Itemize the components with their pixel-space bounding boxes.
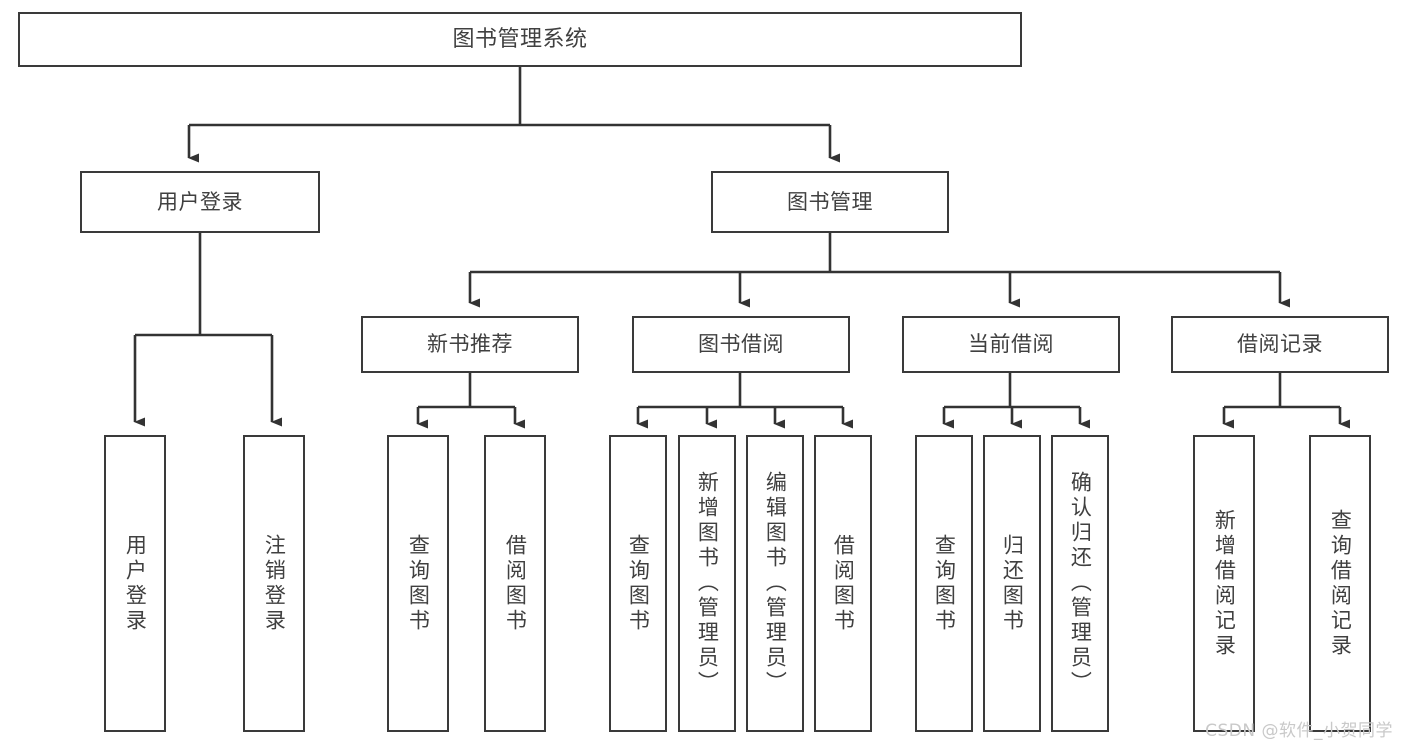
- node-leaf-query-book-bor[interactable]: 查询图书: [609, 435, 667, 732]
- node-leaf-query-book-rec-label: 查询图书: [406, 533, 431, 634]
- node-leaf-user-login-label: 用户登录: [123, 533, 148, 634]
- node-leaf-borrow-book-rec-label: 借阅图书: [503, 533, 528, 634]
- node-new-book-recommend-label: 新书推荐: [427, 332, 513, 357]
- node-leaf-query-book-bor-label: 查询图书: [626, 533, 651, 634]
- node-leaf-return-book[interactable]: 归还图书: [983, 435, 1041, 732]
- node-borrow-record-label: 借阅记录: [1237, 332, 1323, 357]
- node-leaf-return-book-label: 归还图书: [1000, 533, 1025, 634]
- node-book-borrow[interactable]: 图书借阅: [632, 316, 850, 373]
- node-leaf-query-book-cur-label: 查询图书: [932, 533, 957, 634]
- node-leaf-borrow-book-rec[interactable]: 借阅图书: [484, 435, 546, 732]
- node-book-manage[interactable]: 图书管理: [711, 171, 949, 233]
- node-leaf-user-logout[interactable]: 注销登录: [243, 435, 305, 732]
- node-leaf-add-book-admin-label: 新增图书（管理员）: [695, 471, 720, 696]
- node-leaf-query-borrow-record[interactable]: 查询借阅记录: [1309, 435, 1371, 732]
- node-leaf-edit-book-admin-label: 编辑图书（管理员）: [763, 471, 788, 696]
- csdn-watermark: CSDN @软件_小贺同学: [1205, 721, 1393, 741]
- node-leaf-edit-book-admin[interactable]: 编辑图书（管理员）: [746, 435, 804, 732]
- node-leaf-add-borrow-record-label: 新增借阅记录: [1212, 508, 1237, 659]
- node-leaf-add-book-admin[interactable]: 新增图书（管理员）: [678, 435, 736, 732]
- node-leaf-user-login[interactable]: 用户登录: [104, 435, 166, 732]
- node-user-login[interactable]: 用户登录: [80, 171, 320, 233]
- node-root[interactable]: 图书管理系统: [18, 12, 1022, 67]
- node-book-manage-label: 图书管理: [787, 189, 873, 214]
- node-leaf-confirm-return-admin-label: 确认归还（管理员）: [1068, 471, 1093, 696]
- node-root-label: 图书管理系统: [452, 26, 588, 52]
- node-current-borrow-label: 当前借阅: [968, 332, 1054, 357]
- node-leaf-confirm-return-admin[interactable]: 确认归还（管理员）: [1051, 435, 1109, 732]
- node-book-borrow-label: 图书借阅: [698, 332, 784, 357]
- node-user-login-label: 用户登录: [157, 189, 243, 214]
- node-leaf-query-book-rec[interactable]: 查询图书: [387, 435, 449, 732]
- node-leaf-borrow-book-bor-label: 借阅图书: [831, 533, 856, 634]
- node-borrow-record[interactable]: 借阅记录: [1171, 316, 1389, 373]
- node-leaf-query-book-cur[interactable]: 查询图书: [915, 435, 973, 732]
- node-leaf-query-borrow-record-label: 查询借阅记录: [1328, 508, 1353, 659]
- node-leaf-borrow-book-bor[interactable]: 借阅图书: [814, 435, 872, 732]
- node-new-book-recommend[interactable]: 新书推荐: [361, 316, 579, 373]
- node-leaf-add-borrow-record[interactable]: 新增借阅记录: [1193, 435, 1255, 732]
- node-leaf-user-logout-label: 注销登录: [262, 533, 287, 634]
- node-current-borrow[interactable]: 当前借阅: [902, 316, 1120, 373]
